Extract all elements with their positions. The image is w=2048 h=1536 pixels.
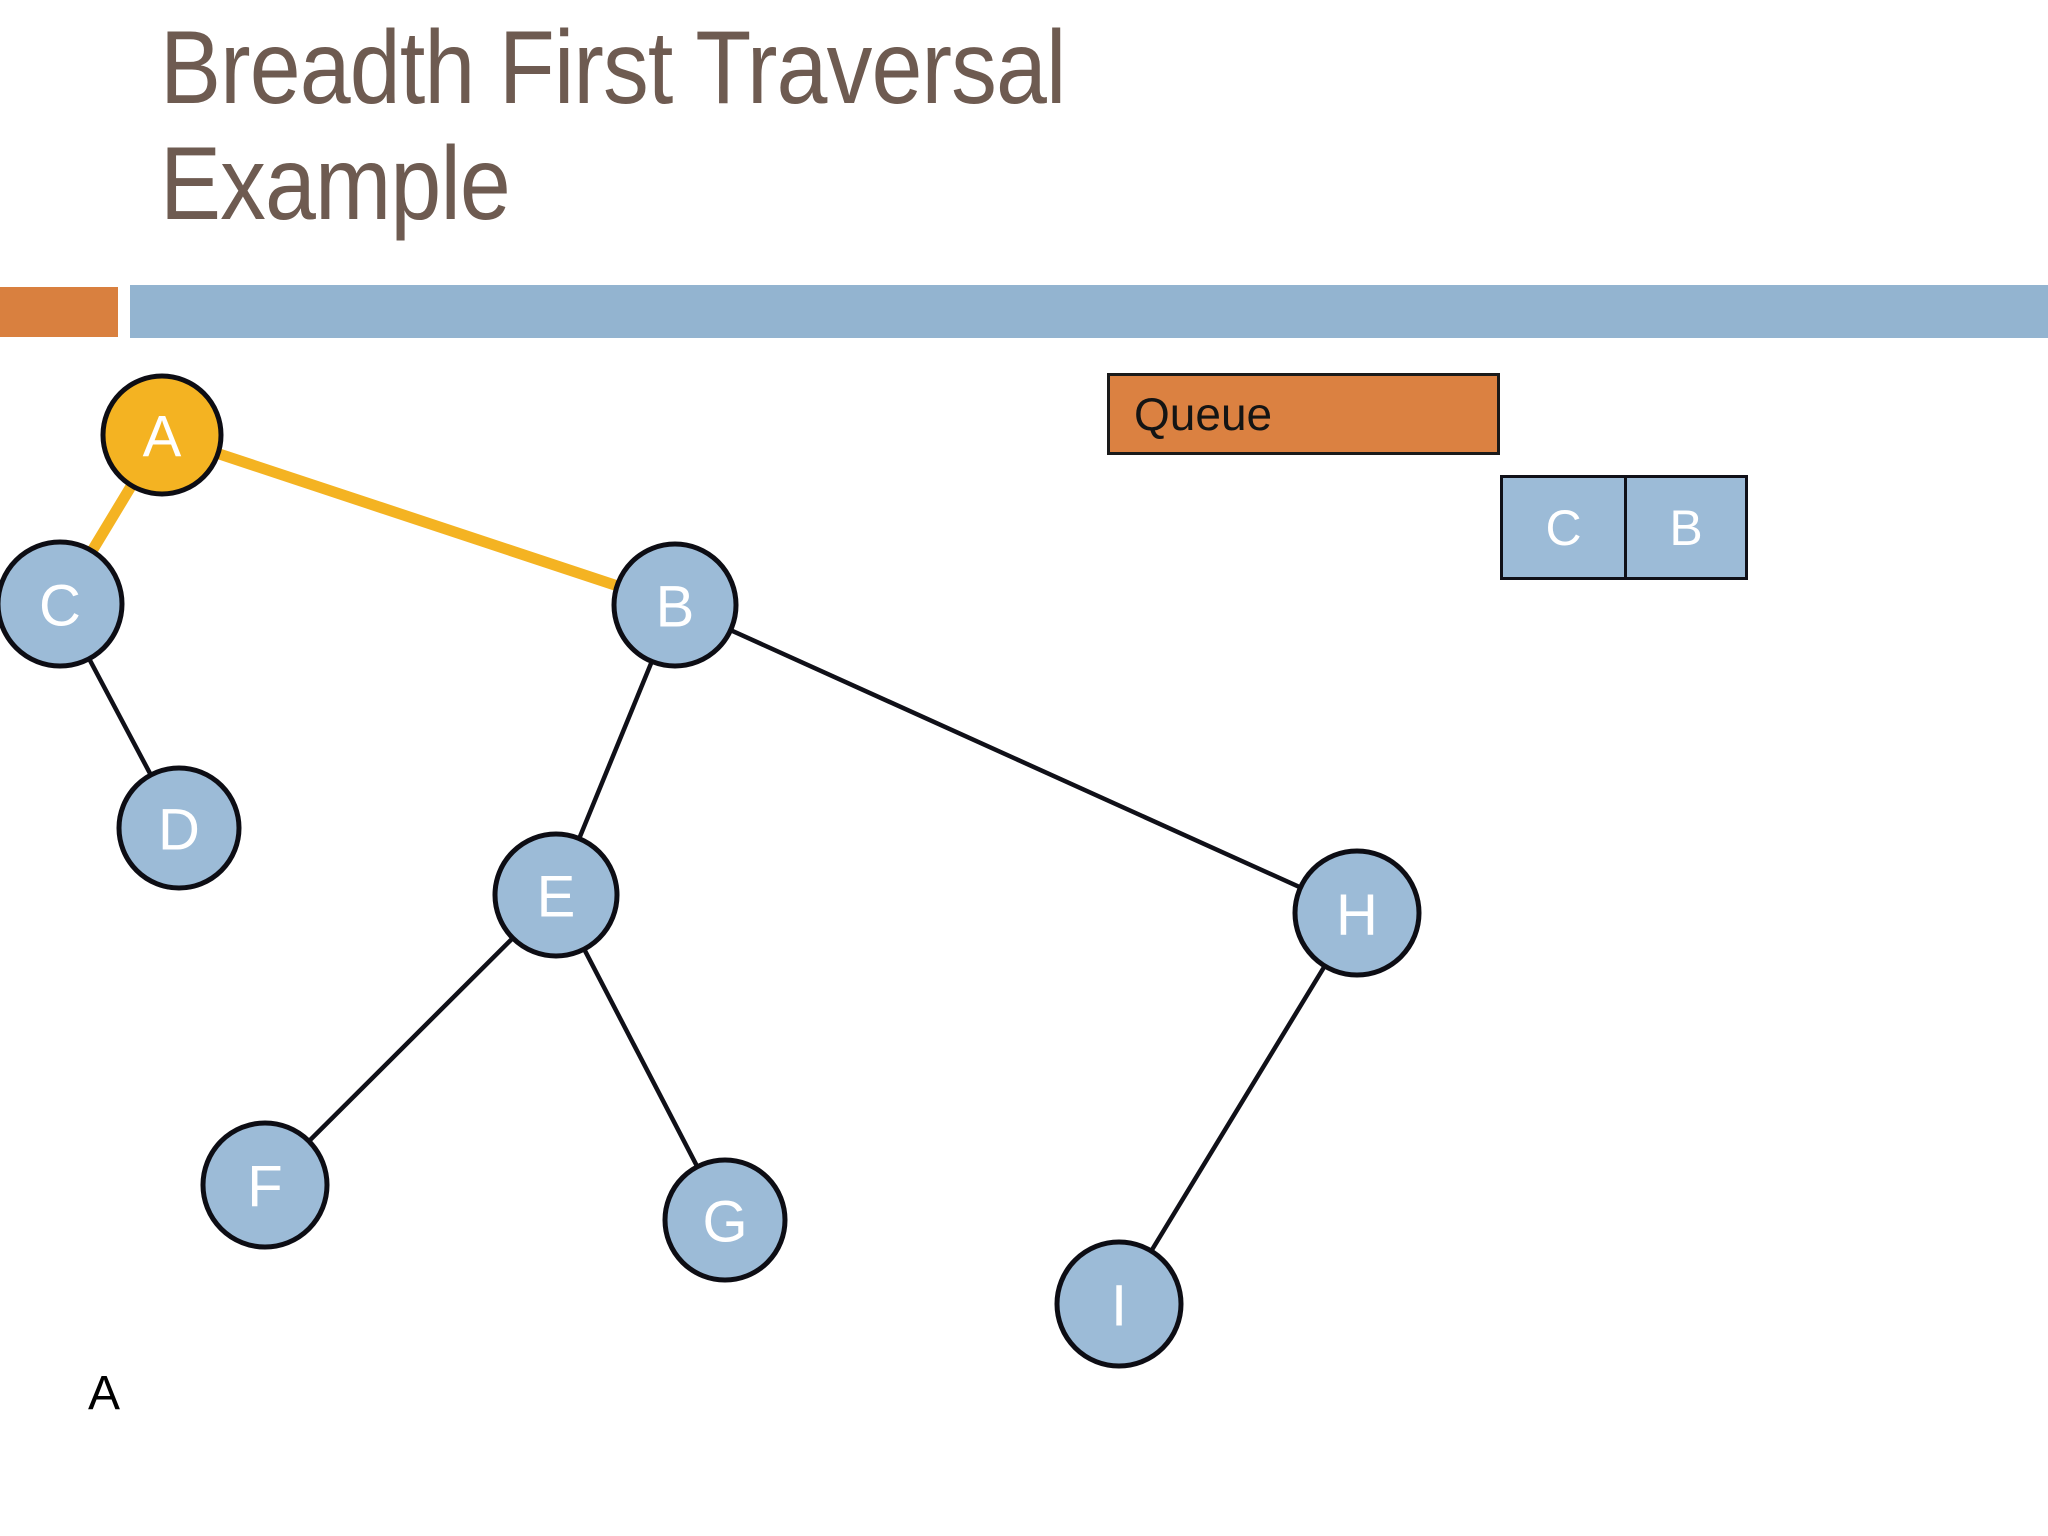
tree-edge-b-e <box>576 658 655 842</box>
tree-node-g[interactable]: G <box>662 1157 788 1283</box>
tree-node-circle-f <box>200 1120 330 1250</box>
tree-node-h[interactable]: H <box>1292 848 1422 978</box>
tree-node-a[interactable]: A <box>100 373 224 497</box>
tree-node-label-e: E <box>537 865 576 930</box>
tree-node-label-i: I <box>1111 1274 1127 1339</box>
tree-edge-a-b <box>214 447 621 592</box>
tree-node-b[interactable]: B <box>611 541 739 669</box>
queue-cell-c: C <box>1503 478 1624 577</box>
tree-node-circle-g <box>662 1157 788 1283</box>
tree-node-c[interactable]: C <box>0 539 125 669</box>
queue-header-label: Queue <box>1134 388 1273 440</box>
queue-header-box: Queue <box>1107 373 1500 455</box>
tree-node-circle-a <box>100 373 224 497</box>
header-bar <box>130 285 2048 338</box>
tree-edge-c-d <box>86 655 154 778</box>
tree-edge-h-i <box>1148 963 1328 1254</box>
tree-node-circle-e <box>492 831 620 959</box>
tree-node-circle-i <box>1054 1239 1184 1369</box>
tree-node-d[interactable]: D <box>116 765 242 891</box>
tree-node-i[interactable]: I <box>1054 1239 1184 1369</box>
tree-node-label-a: A <box>143 405 182 470</box>
tree-node-e[interactable]: E <box>492 831 620 959</box>
tree-edge-e-f <box>305 935 516 1145</box>
tree-node-label-d: D <box>158 798 200 863</box>
tree-edge-a-c <box>86 480 138 556</box>
queue-cell-b: B <box>1624 478 1745 577</box>
accent-block <box>0 287 118 337</box>
tree-node-circle-h <box>1292 848 1422 978</box>
tree-node-label-h: H <box>1336 883 1378 948</box>
tree-node-f[interactable]: F <box>200 1120 330 1250</box>
tree-node-label-f: F <box>247 1155 282 1220</box>
tree-node-label-g: G <box>702 1190 747 1255</box>
visit-order-label: A <box>88 1367 121 1420</box>
tree-edges <box>86 447 1328 1254</box>
tree-node-label-c: C <box>39 574 81 639</box>
tree-node-circle-d <box>116 765 242 891</box>
tree-node-label-b: B <box>656 575 695 640</box>
tree-node-circle-b <box>611 541 739 669</box>
page-title: Breadth First Traversal Example <box>160 10 1066 243</box>
tree-edge-e-g <box>581 946 701 1170</box>
tree-node-circle-c <box>0 539 125 669</box>
tree-nodes: A C B D E F G H I <box>0 373 1422 1369</box>
tree-edge-b-h <box>727 627 1304 891</box>
